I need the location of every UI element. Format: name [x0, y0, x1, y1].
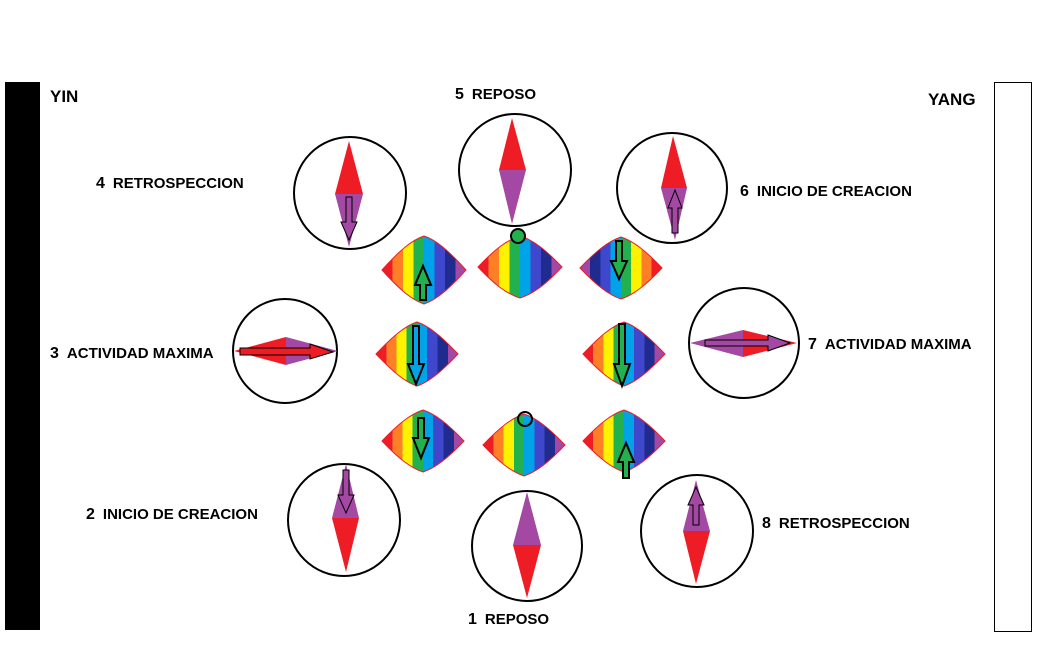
rainbow-lens [582, 321, 666, 389]
stage-number: 1 [468, 611, 477, 628]
compass-circle [640, 474, 754, 588]
compass-circle [287, 463, 401, 577]
stage-text: RETROSPECCION [112, 175, 244, 192]
stage-label-2: 2 INICIO DE CREACION [86, 506, 258, 524]
stage-text: REPOSO [484, 611, 550, 628]
stage-text: REPOSO [471, 86, 537, 103]
stage-number: 6 [740, 183, 749, 200]
compass-circle [232, 298, 338, 404]
yin-label: YIN [50, 87, 79, 106]
stage-label-8: 8 RETROSPECCION [762, 515, 910, 533]
yin-bar [5, 82, 40, 630]
stage-text: RETROSPECCION [778, 515, 910, 532]
stage-text: ACTIVIDAD MAXIMA [66, 345, 214, 362]
compass-circle [616, 132, 728, 244]
rainbow-lens [582, 409, 666, 479]
rainbow-lens [482, 411, 566, 477]
rainbow-lens [381, 409, 465, 473]
stage-number: 4 [96, 175, 105, 192]
rainbow-lens [477, 228, 563, 299]
compass-circle [293, 136, 407, 250]
compass-circle [458, 113, 572, 227]
stage-label-7: 7 ACTIVIDAD MAXIMA [808, 336, 972, 354]
stage-label-6: 6 INICIO DE CREACION [740, 183, 912, 201]
yang-bar [994, 82, 1032, 632]
stage-label-4: 4 RETROSPECCION [96, 175, 244, 193]
stage-text: INICIO DE CREACION [756, 183, 912, 200]
stage-label-1: 1 REPOSO [468, 611, 549, 629]
stage-text: INICIO DE CREACION [102, 506, 258, 523]
stage-label-3: 3 ACTIVIDAD MAXIMA [50, 345, 214, 363]
compass-circle [471, 490, 583, 602]
rainbow-lens [381, 235, 467, 305]
stage-number: 5 [455, 86, 464, 103]
stage-number: 8 [762, 515, 771, 532]
stage-number: 2 [86, 506, 95, 523]
stage-text: ACTIVIDAD MAXIMA [824, 336, 972, 353]
stage-number: 7 [808, 336, 817, 353]
rainbow-lens [375, 321, 459, 387]
yang-label: YANG [928, 90, 976, 109]
stage-number: 3 [50, 345, 59, 362]
compass-circle [688, 287, 800, 399]
stage-label-5: 5 REPOSO [455, 86, 536, 104]
rainbow-lens [579, 236, 663, 300]
